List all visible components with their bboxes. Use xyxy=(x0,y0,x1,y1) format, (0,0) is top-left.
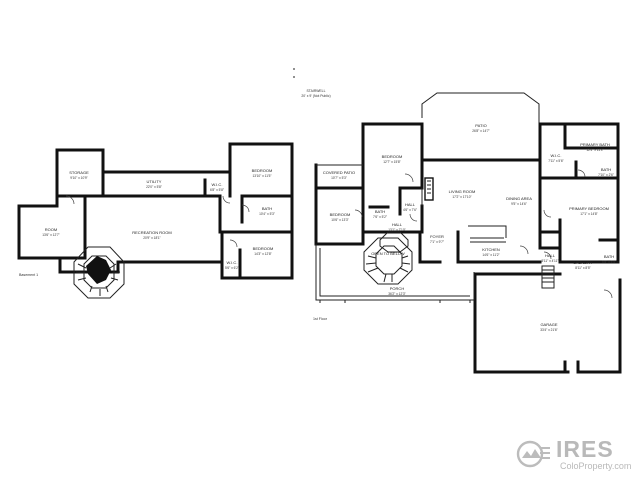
room-name-bedroom-b2: BEDROOM xyxy=(253,246,274,251)
room-dim-bath-f1: 7'6" x 5'2" xyxy=(373,215,387,219)
room-dim-bedroom-f1: 12'7" x 15'8" xyxy=(383,160,400,164)
room-dim-laundry: 8'11" x 8'5" xyxy=(575,266,590,270)
room-name-primary-bath: PRIMARY BATH xyxy=(580,142,610,147)
room-dim-utility: 22'0" x 5'8" xyxy=(146,185,162,189)
room-name-bath-f2: BATH xyxy=(601,167,611,172)
room-name-living: LIVING ROOM xyxy=(449,189,476,194)
room-name-covered-patio: COVERED PATIO xyxy=(323,170,355,175)
floor-label-basement: Basement 1 xyxy=(19,273,38,277)
room-name-hall-f3: HALL xyxy=(545,253,556,258)
room-dim-storage: 9'10" x 10'9" xyxy=(70,176,87,180)
room-name-room-b: ROOM xyxy=(45,227,57,232)
room-name-wic-b: W.I.C. xyxy=(212,182,223,187)
room-name-kitchen: KITCHEN xyxy=(482,247,500,252)
room-dim-kitchen: 14'6" x 11'2" xyxy=(482,253,499,257)
room-dim-wic-b2: 5'6" x 6'2" xyxy=(225,266,239,270)
room-dim-hall-f1: 4'6" x 7'6" xyxy=(403,208,417,212)
room-dim-bedroom-f2: 10'6" x 13'3" xyxy=(331,218,348,222)
room-name-bath-f1: BATH xyxy=(375,209,385,214)
room-name-bath-b: BATH xyxy=(262,206,272,211)
room-dim-room-b: 13'6" x 12'7" xyxy=(42,233,59,237)
first-floor-plan xyxy=(293,68,622,374)
logo-subtext: ColoProperty.com xyxy=(560,461,632,471)
room-dim-primary-bedroom: 17'1" x 14'8" xyxy=(580,212,597,216)
room-dim-bath-b: 10'4" x 5'3" xyxy=(259,212,275,216)
room-dim-bath-f3: 5'8" x 5'5" xyxy=(602,260,616,264)
room-name-patio: PATIO xyxy=(475,123,486,128)
room-name-utility: UTILITY xyxy=(147,179,162,184)
room-dim-wic-f: 7'11" x 5'6" xyxy=(548,159,563,163)
room-name-wic-b2: W.I.C. xyxy=(227,260,238,265)
stairwell-dim: 20' x 9' (Not Public) xyxy=(301,94,330,98)
room-name-recreation: RECREATION ROOM xyxy=(132,230,171,235)
logo-text: IRES xyxy=(556,436,614,462)
room-name-storage: STORAGE xyxy=(69,170,89,175)
room-dim-garage: 33'4" x 21'6" xyxy=(540,328,557,332)
room-name-bath-f3: BATH xyxy=(604,254,614,259)
room-dim-recreation: 20'9" x 18'1" xyxy=(143,236,160,240)
room-dim-wic-b: 6'8" x 5'8" xyxy=(210,188,224,192)
room-name-dining: DINING AREA xyxy=(506,196,532,201)
stairwell-name: STAIRWELL xyxy=(307,89,326,93)
room-name-bedroom-b1: BEDROOM xyxy=(252,168,273,173)
room-dim-primary-bath: 12'4" x 11'4" xyxy=(586,148,603,152)
floor-label-first: 1st Floor xyxy=(313,317,328,321)
room-name-porch: PORCH xyxy=(390,286,405,291)
ires-colorado-logo-icon xyxy=(516,440,550,468)
basement-plan xyxy=(17,142,294,299)
room-dim-covered-patio: 10'7" x 5'3" xyxy=(331,176,347,180)
room-dim-bedroom-b1: 13'10" x 11'5" xyxy=(252,174,271,178)
room-dim-bath-f2: 7'10" x 2'6" xyxy=(598,173,614,177)
room-name-foyer: FOYER xyxy=(430,234,444,239)
room-dim-living: 17'2" x 17'10" xyxy=(452,195,471,199)
room-dim-porch: 36'2" x 12'3" xyxy=(388,292,405,296)
room-name-hall-f1: HALL xyxy=(405,202,416,207)
room-name-primary-bedroom: PRIMARY BEDROOM xyxy=(569,206,609,211)
room-name-laundry: LAUNDRY xyxy=(573,260,592,265)
room-name-open-below: OPEN TO BELOW xyxy=(371,251,405,256)
room-name-bedroom-f2: BEDROOM xyxy=(330,212,351,217)
room-name-bedroom-f1: BEDROOM xyxy=(382,154,403,159)
room-dim-dining: 9'5" x 14'6" xyxy=(511,202,527,206)
ires-logo: IRES ColoProperty.com xyxy=(512,438,632,472)
room-dim-hall-f3: 5'11" x 4'11" xyxy=(541,259,558,263)
room-name-garage: GARAGE xyxy=(540,322,557,327)
room-dim-patio: 26'8" x 14'7" xyxy=(472,129,489,133)
room-name-hall-f2: HALL xyxy=(392,222,403,227)
room-name-wic-f: W.I.C. xyxy=(551,153,562,158)
room-dim-hall-f2: 13'1" x 7'10" xyxy=(388,228,405,232)
room-dim-bedroom-b2: 14'3" x 12'8" xyxy=(254,252,271,256)
room-dim-foyer: 7'1" x 9'7" xyxy=(430,240,444,244)
